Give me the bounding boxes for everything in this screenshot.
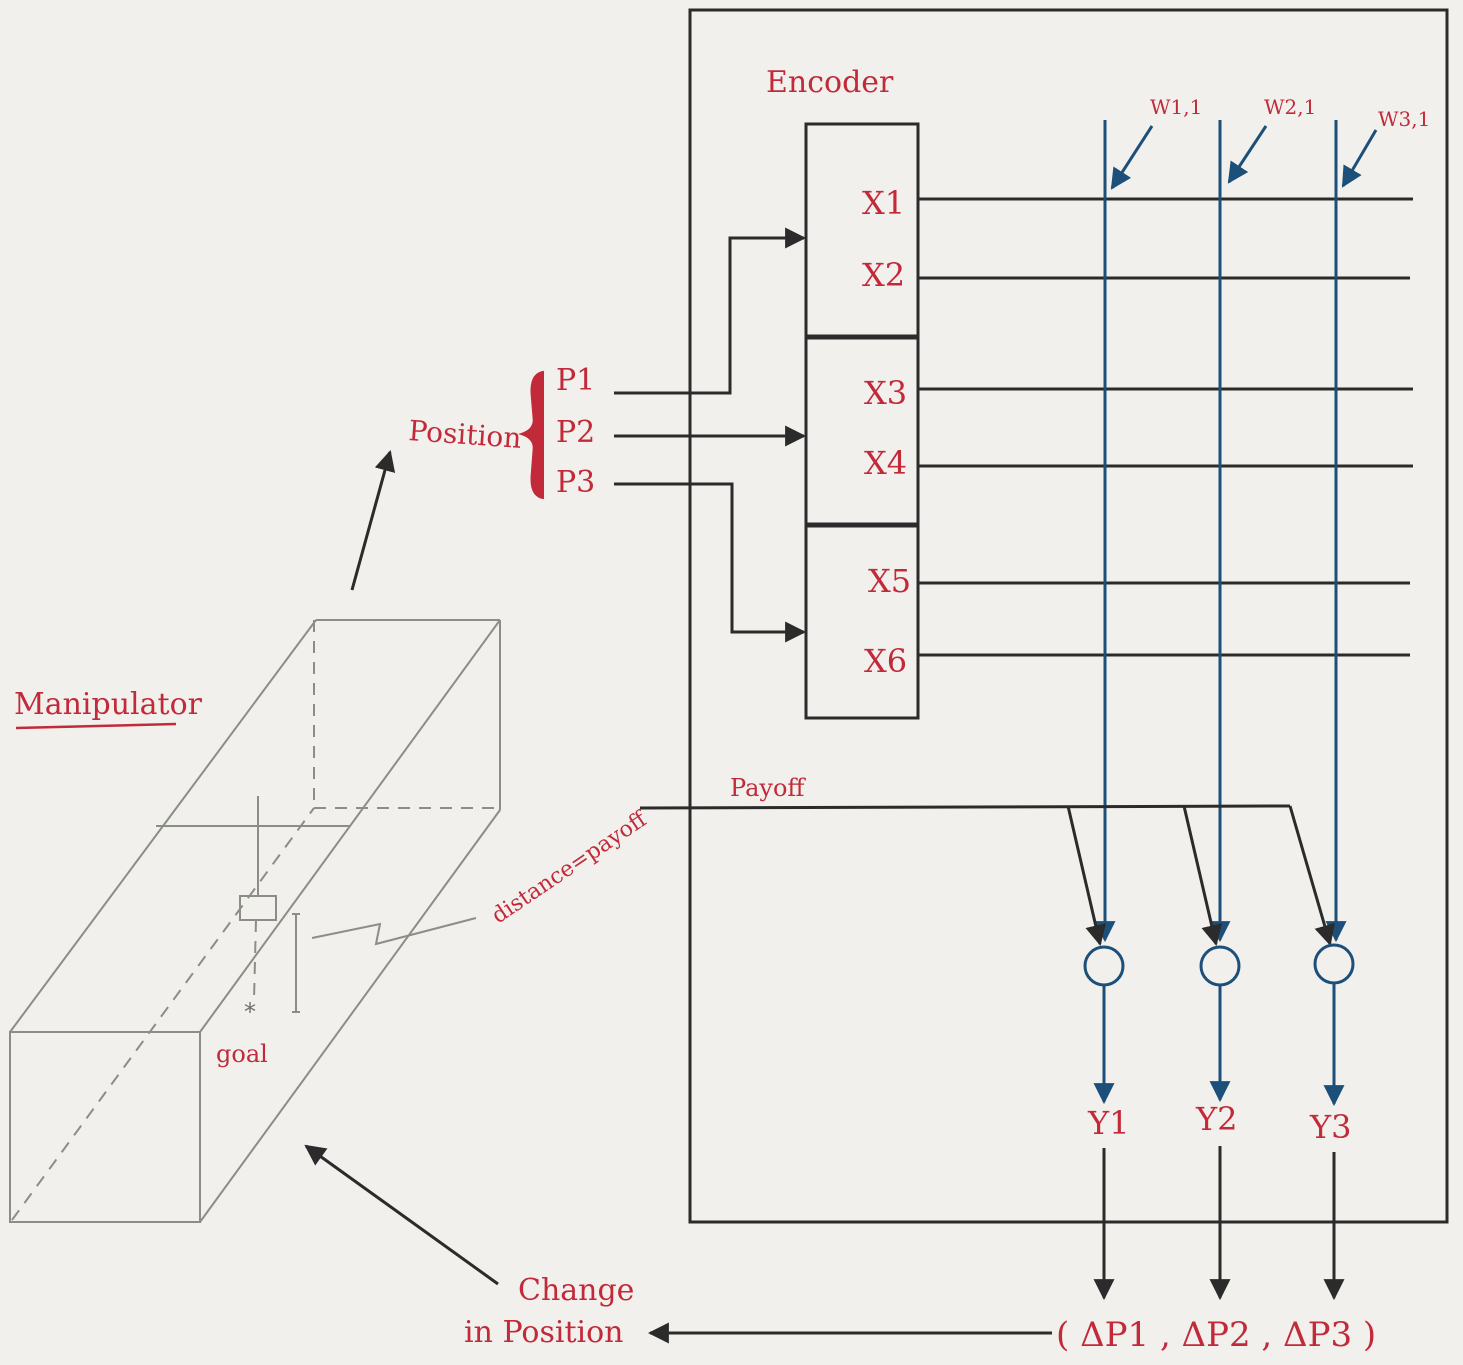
position-input-lines	[614, 227, 807, 643]
manipulator-box	[9, 619, 501, 1223]
manipulator-to-position-arrow	[350, 449, 396, 591]
encoder-label: Encoder	[766, 65, 894, 100]
manipulator-underline	[15, 722, 177, 730]
x2-label: X2	[862, 256, 905, 294]
position-label: Position	[408, 414, 523, 455]
position-brace	[518, 370, 545, 500]
y1-label: Y1	[1087, 1104, 1129, 1142]
weight-pointers	[1110, 125, 1378, 190]
goal-label: goal	[216, 1040, 268, 1068]
w31-label: W3,1	[1378, 107, 1430, 131]
goal-marker-icon: *	[244, 998, 256, 1026]
output-to-delta-arrows	[1093, 1146, 1345, 1301]
x3-label: X3	[864, 374, 907, 412]
change-label-line1: Change	[518, 1273, 634, 1308]
payoff-lines	[639, 804, 1335, 947]
payoff-label: Payoff	[730, 774, 806, 802]
output-units	[1083, 943, 1355, 1107]
w11-label: W1,1	[1150, 95, 1202, 119]
weight-columns	[1094, 120, 1347, 943]
p2-label: P2	[556, 415, 595, 450]
w21-label: W2,1	[1264, 95, 1316, 119]
x6-label: X6	[864, 642, 907, 680]
encoder-output-lines	[918, 197, 1413, 657]
x4-label: X4	[864, 444, 907, 482]
change-label-line2: in Position	[464, 1315, 624, 1350]
p3-label: P3	[556, 465, 595, 500]
x1-label: X1	[862, 184, 905, 222]
y3-label: Y3	[1309, 1108, 1351, 1146]
p1-label: P1	[556, 363, 595, 398]
distance-payoff-label: distance=payoff	[487, 806, 652, 929]
change-to-manipulator-arrow	[304, 1144, 499, 1286]
x5-label: X5	[868, 562, 911, 600]
manipulator-label: Manipulator	[14, 687, 203, 722]
y2-label: Y2	[1195, 1100, 1237, 1138]
delta-output-label: ( ΔP1 , ΔP2 , ΔP3 )	[1056, 1315, 1376, 1355]
network-frame	[688, 8, 1449, 1224]
